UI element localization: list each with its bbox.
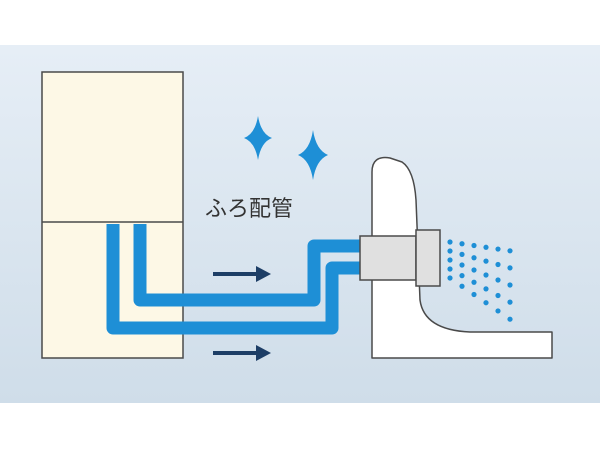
water-drop: [483, 244, 489, 250]
water-drop: [471, 291, 477, 298]
water-drop: [495, 261, 501, 268]
water-drop: [495, 246, 501, 252]
fitting-body: [359, 235, 417, 281]
water-drop: [471, 267, 477, 273]
water-drop: [507, 265, 513, 271]
water-drop: [459, 241, 465, 247]
water-drop: [447, 266, 453, 272]
water-drop: [483, 300, 489, 306]
water-drop: [447, 248, 453, 254]
arrow-right-icon: [213, 345, 271, 361]
water-drop: [447, 257, 453, 263]
water-drop: [459, 283, 465, 289]
tub-fitting: [359, 229, 441, 287]
water-drop: [459, 251, 465, 257]
fitting-cap: [415, 229, 441, 287]
water-drop: [447, 275, 453, 281]
water-drop: [459, 262, 465, 268]
arrow-right-icon: [213, 266, 271, 282]
water-drop: [471, 279, 477, 285]
bathtub-body: [371, 156, 553, 359]
water-drop: [495, 308, 501, 314]
water-drop: [483, 272, 489, 278]
water-drop: [471, 242, 477, 249]
water-drop: [483, 286, 489, 292]
water-drop: [447, 239, 453, 245]
water-drop: [507, 316, 513, 322]
water-spray-icon: [447, 239, 513, 322]
water-drop: [507, 248, 513, 254]
water-drop: [495, 277, 501, 283]
water-drop: [471, 255, 477, 261]
bathtub: [371, 156, 553, 359]
pipe-label: ふろ配管: [205, 197, 293, 222]
sparkle-icon: [298, 130, 328, 180]
sparkle-icon: [244, 116, 272, 160]
pipe-outer: [106, 224, 362, 335]
pipe-inner: [133, 224, 362, 307]
water-drop: [495, 292, 501, 299]
bath-pipes: [106, 224, 362, 335]
water-drop: [507, 282, 513, 288]
water-drop: [507, 299, 513, 305]
water-drop: [483, 258, 489, 264]
water-drop: [459, 273, 465, 279]
